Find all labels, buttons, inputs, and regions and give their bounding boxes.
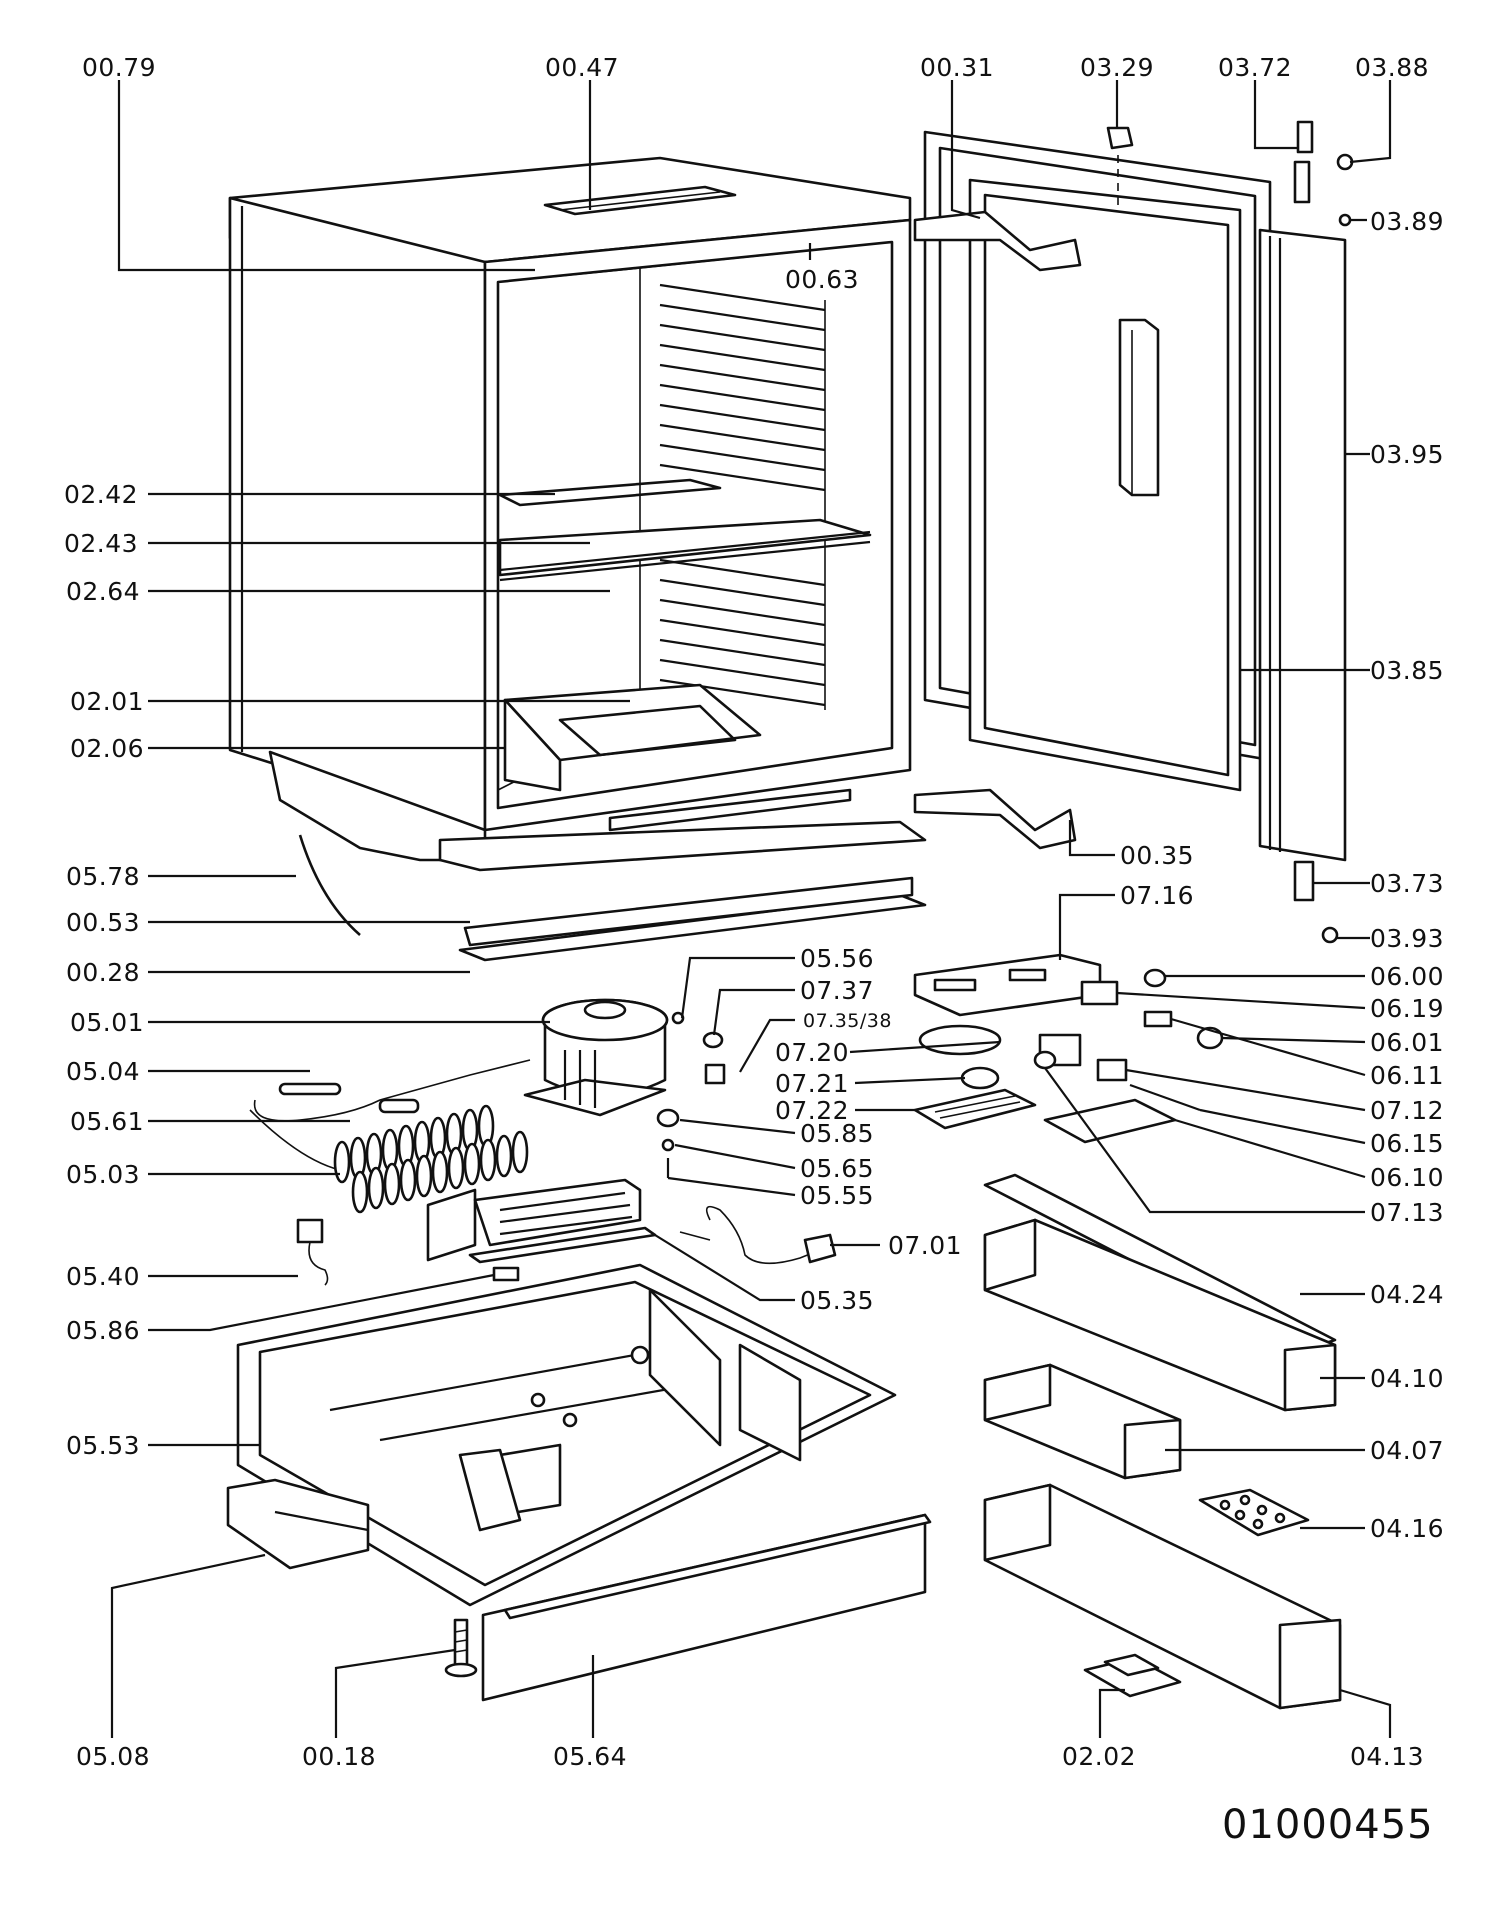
label-0385: 03.85 (1370, 656, 1444, 685)
label-0701: 07.01 (888, 1231, 962, 1260)
label-0201: 02.01 (70, 687, 144, 716)
label-0243: 02.43 (64, 529, 138, 558)
door-assembly (913, 120, 1354, 944)
door-shelves (983, 1173, 1342, 1710)
label-0578: 05.78 (66, 862, 140, 891)
label-0619: 06.19 (1370, 994, 1444, 1023)
side-bracket (226, 1478, 370, 1570)
label-0501: 05.01 (70, 1008, 144, 1037)
label-0555: 05.55 (800, 1181, 874, 1210)
label-0721: 07.21 (775, 1069, 849, 1098)
label-0540: 05.40 (66, 1262, 140, 1291)
label-0242: 02.42 (64, 480, 138, 509)
label-0389: 03.89 (1370, 207, 1444, 236)
label-0720: 07.20 (775, 1038, 849, 1067)
base-frame (236, 1263, 897, 1607)
label-0264: 02.64 (66, 577, 140, 606)
label-0716: 07.16 (1120, 881, 1194, 910)
label-0373: 03.73 (1370, 869, 1444, 898)
label-0585: 05.85 (800, 1119, 874, 1148)
label-0600: 06.00 (1370, 962, 1444, 991)
label-0035: 00.35 (1120, 841, 1194, 870)
compressor (523, 998, 669, 1117)
label-0504: 05.04 (66, 1057, 140, 1086)
label-0206: 02.06 (70, 734, 144, 763)
label-0722: 07.22 (775, 1096, 849, 1125)
small-cover-part (1083, 1653, 1182, 1698)
label-0416: 04.16 (1370, 1514, 1444, 1543)
label-0610: 06.10 (1370, 1163, 1444, 1192)
label-0601: 06.01 (1370, 1028, 1444, 1057)
label-0611: 06.11 (1370, 1061, 1444, 1090)
label-0079: 00.79 (82, 53, 156, 82)
label-0393: 03.93 (1370, 924, 1444, 953)
door-handle (1118, 318, 1160, 497)
label-0053: 00.53 (66, 908, 140, 937)
top-hinge (913, 210, 1082, 272)
label-0047: 00.47 (545, 53, 619, 82)
label-0737: 07.37 (800, 976, 874, 1005)
label-0372: 03.72 (1218, 53, 1292, 82)
kickboard (481, 1513, 932, 1702)
label-0556: 05.56 (800, 944, 874, 973)
label-0712: 07.12 (1370, 1096, 1444, 1125)
cabinet-body (228, 156, 912, 862)
label-0388: 03.88 (1355, 53, 1429, 82)
bottom-hinge (913, 788, 1077, 850)
label-0424: 04.24 (1370, 1280, 1444, 1309)
label-0565: 05.65 (800, 1154, 874, 1183)
document-number: 01000455 (1222, 1802, 1434, 1848)
label-0586: 05.86 (66, 1316, 140, 1345)
label-0713: 07.13 (1370, 1198, 1444, 1227)
power-cable (679, 1205, 837, 1265)
label-0535: 05.35 (800, 1286, 874, 1315)
label-0395: 03.95 (1370, 440, 1444, 469)
label-0413: 04.13 (1350, 1742, 1424, 1771)
capillary-tubes (249, 1059, 531, 1171)
relay-parts (296, 1218, 520, 1286)
label-073538: 07.35/38 (803, 1010, 892, 1032)
condenser-coil (333, 1104, 529, 1214)
label-0063: 00.63 (785, 265, 859, 294)
label-0553: 05.53 (66, 1431, 140, 1460)
label-0031: 00.31 (920, 53, 994, 82)
label-0028: 00.28 (66, 958, 140, 987)
label-0615: 06.15 (1370, 1129, 1444, 1158)
label-0202: 02.02 (1062, 1742, 1136, 1771)
leader-lines (110, 80, 1392, 1738)
label-0407: 04.07 (1370, 1436, 1444, 1465)
label-0564: 05.64 (553, 1742, 627, 1771)
condenser-fan (426, 1178, 657, 1264)
label-0503: 05.03 (66, 1160, 140, 1189)
part-labels: 00.79 00.47 00.31 03.29 03.72 03.88 03.8… (64, 53, 1444, 1771)
label-0329: 03.29 (1080, 53, 1154, 82)
label-0508: 05.08 (76, 1742, 150, 1771)
label-0561: 05.61 (70, 1107, 144, 1136)
label-0410: 04.10 (1370, 1364, 1444, 1393)
shelf-rails (659, 283, 826, 710)
label-0018: 00.18 (302, 1742, 376, 1771)
screw (444, 1618, 478, 1678)
base-plates (298, 820, 927, 962)
